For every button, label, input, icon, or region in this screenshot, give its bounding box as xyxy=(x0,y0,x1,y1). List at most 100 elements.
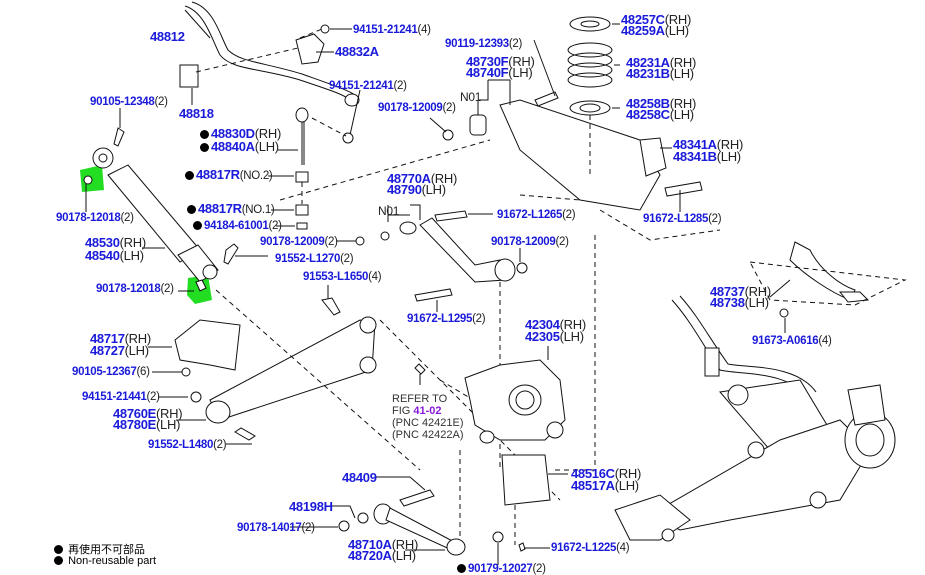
label-48341B[interactable]: 48341B(LH) xyxy=(673,149,741,164)
part-number[interactable]: 48780E xyxy=(113,417,157,432)
part-number[interactable]: 42305 xyxy=(525,329,560,344)
part-number[interactable]: 48818 xyxy=(179,106,214,121)
label-42304[interactable]: 42304(RH) xyxy=(525,318,586,332)
label-91672-L1285[interactable]: 91672-L1285(2) xyxy=(643,213,722,225)
label-48780E[interactable]: 48780E(LH) xyxy=(113,417,180,432)
label-48258C[interactable]: 48258C(LH) xyxy=(626,108,694,122)
label-94151-21241-2[interactable]: 94151-21241(2) xyxy=(329,80,407,92)
part-number[interactable]: 48840A xyxy=(211,139,255,154)
part-number[interactable]: 90178-12018 xyxy=(96,283,161,295)
part-number[interactable]: 91673-A0616 xyxy=(752,335,819,347)
part-number[interactable]: 90178-12018 xyxy=(56,212,121,224)
label-48790[interactable]: 48790(LH) xyxy=(387,182,446,197)
label-91552-L1480[interactable]: 91552-L1480(2) xyxy=(148,439,227,451)
label-48818[interactable]: 48818 xyxy=(179,106,214,121)
label-90178-12018-upper[interactable]: 90178-12018(2) xyxy=(56,212,134,224)
label-91672-L1295[interactable]: 91672-L1295(2) xyxy=(407,313,486,325)
part-number[interactable]: 91553-L1650 xyxy=(303,271,369,283)
label-48817R-no1[interactable]: 48817R(NO.1) xyxy=(187,201,275,216)
part-number[interactable]: 91672-L1225 xyxy=(551,542,617,554)
label-48717[interactable]: 48717(RH) xyxy=(90,331,151,346)
label-48730F[interactable]: 48730F(RH) xyxy=(466,54,535,69)
part-number[interactable]: 90178-12009 xyxy=(491,236,556,248)
part-number[interactable]: 48540 xyxy=(85,248,120,263)
part-number[interactable]: 48231B xyxy=(626,66,670,81)
part-number[interactable]: 48817R xyxy=(196,167,240,182)
label-91673-A0616[interactable]: 91673-A0616(4) xyxy=(752,335,832,347)
part-number[interactable]: 90178-12009 xyxy=(378,102,443,114)
label-48832A[interactable]: 48832A xyxy=(335,44,379,59)
part-number[interactable]: 48817R xyxy=(198,201,242,216)
label-91553-L1650[interactable]: 91553-L1650(4) xyxy=(303,271,382,283)
label-48720A[interactable]: 48720A(LH) xyxy=(348,548,416,563)
part-number[interactable]: 48257C xyxy=(621,12,665,27)
part-number[interactable]: 91552-L1480 xyxy=(148,439,214,451)
part-number[interactable]: 48717 xyxy=(90,331,125,346)
label-91672-L1265[interactable]: 91672-L1265(2) xyxy=(497,209,576,221)
label-48727[interactable]: 48727(LH) xyxy=(90,343,149,358)
part-number[interactable]: 48409 xyxy=(342,470,377,485)
label-90105-12367[interactable]: 90105-12367(6) xyxy=(72,366,150,378)
label-90119-12393[interactable]: 90119-12393(2) xyxy=(445,38,522,50)
label-90105-12348[interactable]: 90105-12348(2) xyxy=(90,96,168,108)
part-number[interactable]: 91672-L1265 xyxy=(497,209,563,221)
label-90178-14017[interactable]: 90178-14017(2) xyxy=(237,522,315,534)
part-number[interactable]: 48720A xyxy=(348,548,392,563)
label-48540[interactable]: 48540(LH) xyxy=(85,248,144,263)
label-48840A[interactable]: 48840A(LH) xyxy=(200,139,279,154)
label-48710A[interactable]: 48710A(RH) xyxy=(348,537,418,552)
part-number[interactable]: 48516C xyxy=(571,466,615,481)
part-number[interactable]: 90178-12009 xyxy=(260,236,325,248)
part-number[interactable]: 48730F xyxy=(466,54,509,69)
part-number[interactable]: 48530 xyxy=(85,235,120,250)
part-number[interactable]: 94151-21241 xyxy=(353,24,418,36)
part-number[interactable]: 94151-21441 xyxy=(82,391,147,403)
label-90178-12009-left[interactable]: 90178-12009(2) xyxy=(260,236,338,248)
part-number[interactable]: 48258B xyxy=(626,96,670,111)
part-number[interactable]: 48341B xyxy=(673,149,717,164)
label-90178-12018-lower[interactable]: 90178-12018(2) xyxy=(96,283,174,295)
label-48760E[interactable]: 48760E(RH) xyxy=(113,406,183,421)
label-48341A[interactable]: 48341A(RH) xyxy=(673,137,743,152)
part-number[interactable]: 48231A xyxy=(626,55,670,70)
part-number[interactable]: 48727 xyxy=(90,343,125,358)
part-number[interactable]: 48710A xyxy=(348,537,392,552)
label-91672-L1225[interactable]: 91672-L1225(4) xyxy=(551,542,630,554)
part-number[interactable]: 48790 xyxy=(387,182,422,197)
part-number[interactable]: 48738 xyxy=(710,295,745,310)
label-94151-21441[interactable]: 94151-21441(2) xyxy=(82,391,160,403)
part-number[interactable]: 48760E xyxy=(113,406,157,421)
label-90179-12027[interactable]: 90179-12027(2) xyxy=(457,563,546,575)
label-48198H[interactable]: 48198H xyxy=(289,499,333,514)
label-48231A[interactable]: 48231A(RH) xyxy=(626,55,696,70)
label-48231B[interactable]: 48231B(LH) xyxy=(626,66,694,81)
part-number[interactable]: 48198H xyxy=(289,499,333,514)
part-number[interactable]: 48737 xyxy=(710,284,745,299)
part-number[interactable]: 90178-14017 xyxy=(237,522,302,534)
part-number[interactable]: 91672-L1295 xyxy=(407,313,473,325)
label-48530[interactable]: 48530(RH) xyxy=(85,235,146,250)
part-number[interactable]: 48812 xyxy=(150,29,185,44)
part-number[interactable]: 91672-L1285 xyxy=(643,213,709,225)
label-48409[interactable]: 48409 xyxy=(342,470,377,485)
part-number[interactable]: 90179-12027 xyxy=(468,563,533,575)
label-48817R-no2[interactable]: 48817R(NO.2) xyxy=(185,167,273,182)
label-48259A[interactable]: 48259A(LH) xyxy=(621,23,689,38)
label-48737[interactable]: 48737(RH) xyxy=(710,284,771,299)
part-number[interactable]: 48770A xyxy=(387,171,431,186)
label-48812[interactable]: 48812 xyxy=(150,29,185,44)
part-number[interactable]: 48740F xyxy=(466,65,509,80)
label-48740F[interactable]: 48740F(LH) xyxy=(466,65,533,80)
label-91552-L1270[interactable]: 91552-L1270(2) xyxy=(275,253,354,265)
label-42305[interactable]: 42305(LH) xyxy=(525,329,584,344)
part-number[interactable]: 94184-61001 xyxy=(204,220,269,232)
part-number[interactable]: 48832A xyxy=(335,44,379,59)
part-number[interactable]: 48341A xyxy=(673,137,717,152)
part-number[interactable]: 48517A xyxy=(571,478,615,493)
part-number[interactable]: 48259A xyxy=(621,23,665,38)
part-number[interactable]: 94151-21241 xyxy=(329,80,394,92)
label-48738[interactable]: 48738(LH) xyxy=(710,295,769,310)
label-90178-12009-right[interactable]: 90178-12009(2) xyxy=(491,236,569,248)
label-48830D[interactable]: 48830D(RH) xyxy=(200,126,281,141)
part-number[interactable]: 48830D xyxy=(211,126,255,141)
